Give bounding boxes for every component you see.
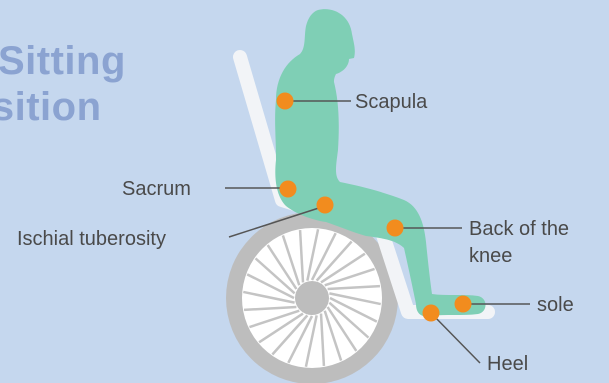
sole-marker <box>455 296 472 313</box>
scapula-marker <box>277 93 294 110</box>
label-sole: sole <box>537 293 574 317</box>
label-scapula: Scapula <box>355 90 427 114</box>
label-ischial-tuberosity: Ischial tuberosity <box>17 227 166 251</box>
label-heel: Heel <box>487 352 528 376</box>
back-of-knee-marker <box>387 220 404 237</box>
sacrum-marker <box>280 181 297 198</box>
label-back-of-knee-line2: knee <box>469 244 512 268</box>
label-sacrum: Sacrum <box>122 177 191 201</box>
label-back-of-knee-line1: Back of the <box>469 217 569 241</box>
ischial-tuberosity-marker <box>317 197 334 214</box>
heel-marker <box>423 305 440 322</box>
wheelchair-wheel <box>226 212 398 383</box>
